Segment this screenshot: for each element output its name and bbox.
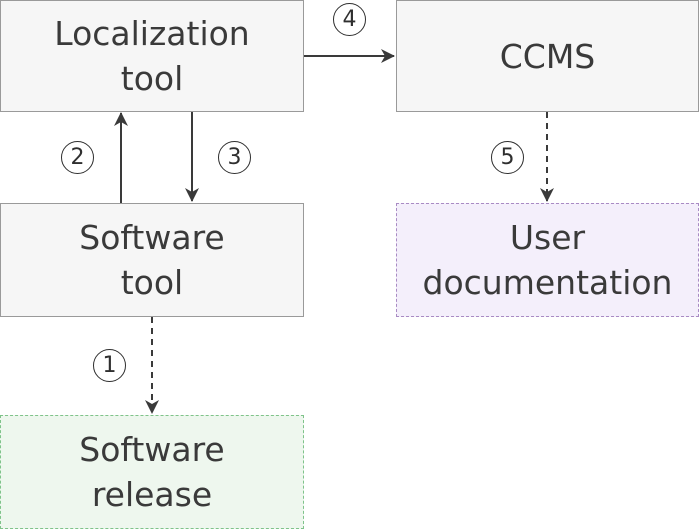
software-release-label: Software release [79, 430, 225, 514]
ccms-label: CCMS [499, 36, 596, 76]
ccms-box: CCMS [396, 0, 699, 112]
step-badge-3: 3 [218, 141, 251, 174]
software-tool-box: Software tool [0, 203, 304, 317]
step-badge-1: 1 [93, 349, 126, 382]
software-tool-label: Software tool [79, 218, 225, 302]
software-release-box: Software release [0, 415, 304, 529]
localization-tool-label: Localization tool [54, 14, 250, 98]
step-badge-4: 4 [333, 3, 366, 36]
user-documentation-label: User documentation [422, 218, 673, 302]
step-badge-5: 5 [491, 141, 524, 174]
localization-tool-box: Localization tool [0, 0, 304, 112]
step-badge-2: 2 [61, 141, 94, 174]
user-documentation-box: User documentation [396, 203, 699, 317]
